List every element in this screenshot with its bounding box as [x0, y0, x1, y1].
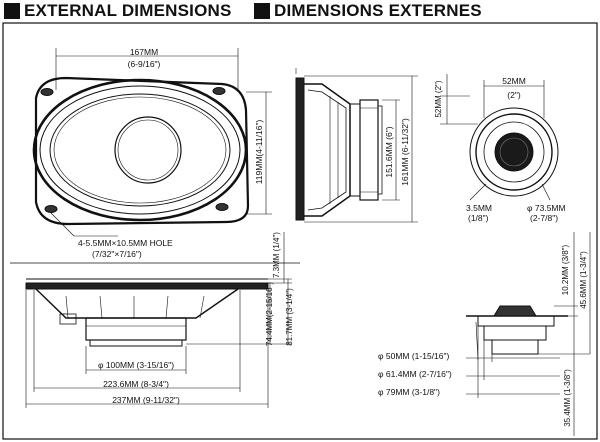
tweeter-magnet-profile: [491, 339, 539, 355]
tweeter-dia-mm: φ 73.5MM: [527, 203, 566, 213]
side-magnet: [359, 99, 379, 201]
tweeter-body-profile: [483, 325, 547, 341]
front-dust-cap-inner: [117, 119, 179, 181]
front-basket-ring: [32, 78, 248, 222]
tweeter-flange-profile: [477, 315, 555, 327]
front-cone-edge: [53, 96, 227, 204]
tweeter-dia-b: φ 61.4MM (2-7/16"): [378, 369, 452, 379]
front-surround-inner: [49, 93, 231, 207]
bottom-mount-depth: 74.4MM(2-15/16"): [265, 282, 274, 347]
front-surround-outer: [39, 85, 241, 215]
tweeter-bottom-depth: 35.4MM (1-3/8"): [563, 369, 572, 427]
hole-leader-line: [49, 211, 75, 237]
side-mounting-flange: [295, 77, 305, 221]
tweeter-dome-mesh: [499, 137, 529, 167]
side-view: [295, 68, 418, 223]
tweeter-side-leader: [475, 321, 479, 361]
mount-hole-top-right: [212, 87, 226, 95]
front-dust-cap: [114, 116, 182, 184]
tweeter-dome-profile: [493, 305, 537, 317]
side-back-plate: [377, 105, 383, 195]
bottom-rib-1: [65, 295, 69, 319]
front-height-label: 119MM(4-11/16"): [254, 120, 264, 185]
cutout-width-label: 223.6MM (8-3/4"): [103, 379, 169, 389]
heading-english: EXTERNAL DIMENSIONS: [24, 1, 232, 20]
tweeter-offset-leader: [469, 183, 487, 201]
heading-external-dimensions: EXTERNAL DIMENSIONS: [4, 0, 232, 22]
tweeter-dia-c: φ 79MM (3-1/8"): [378, 387, 440, 397]
bottom-rib-5: [199, 295, 205, 319]
tweeter-front-view: [440, 74, 559, 201]
tweeter-dome: [494, 132, 534, 172]
side-depth-a: 151.6MM (6"): [384, 126, 394, 177]
bottom-rib-2: [99, 295, 103, 319]
side-depth-b: 161MM (6-11/32"): [400, 118, 410, 186]
drawing-frame: [2, 22, 598, 440]
tweeter-dia-leader: [541, 183, 551, 201]
tweeter-side-view: [466, 232, 591, 436]
tweeter-dia-in: (2-7/8"): [530, 213, 558, 223]
bottom-top-offset: 7.3MM (1/4"): [272, 232, 281, 278]
tweeter-grille-ring: [483, 121, 545, 183]
magnet-dia-label: φ 100MM (3-15/16"): [98, 360, 174, 370]
hole-size-mm: 4-5.5MM×10.5MM HOLE: [78, 238, 173, 248]
heading-dimensions-externes: DIMENSIONS EXTERNES: [254, 0, 482, 22]
bottom-rib-4: [165, 295, 169, 319]
tweeter-dia-a: φ 50MM (1-15/16"): [378, 351, 450, 361]
front-width-in: (6-9/16"): [128, 59, 161, 69]
tweeter-width-in: (2"): [507, 90, 521, 100]
side-top-plate: [349, 103, 361, 197]
bottom-view: [25, 232, 292, 408]
tweeter-height-label: 52MM (2"): [434, 80, 443, 117]
tweeter-offset-mm: 3.5MM: [466, 203, 492, 213]
mount-hole-top-left: [40, 88, 54, 96]
side-basket-inner: [307, 89, 347, 211]
bottom-terminal: [59, 313, 77, 325]
tweeter-offset-in: (1/8"): [468, 213, 489, 223]
mount-hole-bottom-left: [44, 205, 58, 213]
tweeter-total-depth: 45.6MM (1-3/4"): [579, 251, 588, 309]
tweeter-outer-ring: [469, 107, 559, 197]
side-basket-outline: [304, 83, 351, 217]
heading-french: DIMENSIONS EXTERNES: [274, 1, 482, 20]
bottom-magnet: [85, 317, 187, 341]
front-width-mm: 167MM: [130, 47, 158, 57]
tweeter-top-depth: 10.2MM (3/8"): [561, 244, 570, 295]
bottom-total-depth: 81.7MM (3-1/4"): [285, 288, 294, 346]
tweeter-width-mm: 52MM: [502, 76, 526, 86]
bottom-flange: [25, 282, 269, 290]
front-view: [32, 48, 272, 237]
heading-square-icon: [4, 3, 20, 19]
hole-size-in: (7/32"×7/16"): [92, 249, 142, 259]
overall-width-label: 237MM (9-11/32"): [112, 395, 180, 405]
tweeter-bezel: [475, 113, 553, 191]
heading-square-icon: [254, 3, 270, 19]
bottom-back-plate: [89, 339, 183, 347]
mount-hole-bottom-right: [215, 203, 229, 211]
